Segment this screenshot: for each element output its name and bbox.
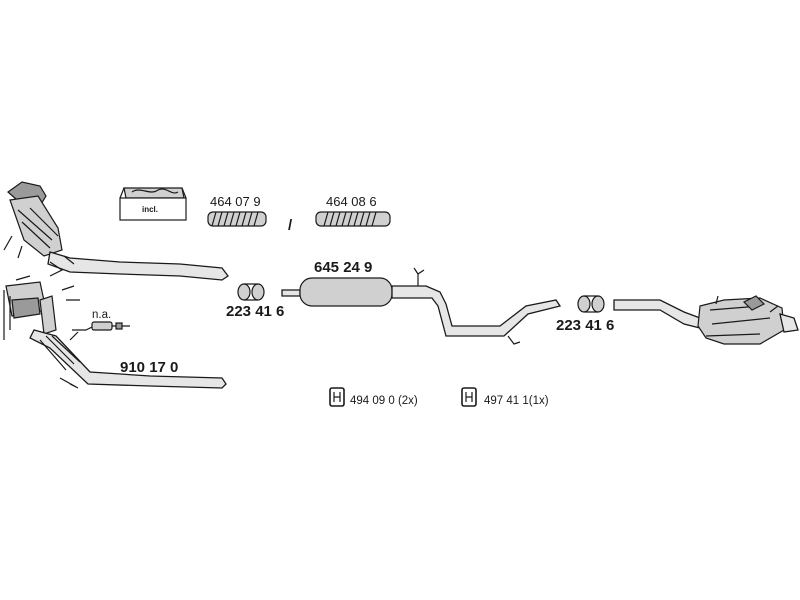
- front-pipe-assembly: [3, 275, 227, 389]
- clamp-right: [577, 295, 605, 313]
- part-464-08-6-label: 464 08 6: [326, 194, 377, 209]
- part-464-07-9-label: 464 07 9: [210, 194, 261, 209]
- lambda-sensor: [72, 321, 130, 331]
- flex-pipe-464-08-6: [315, 211, 391, 227]
- rubber-mount-icon-494: [329, 387, 345, 407]
- part-645-24-9-label: 645 24 9: [314, 259, 372, 276]
- rubber-mount-icon-497: [461, 387, 477, 407]
- incl-label: incl.: [142, 205, 158, 214]
- clamp-left: [237, 283, 265, 301]
- part-494-09-0-label: 494 09 0 (2x): [350, 395, 418, 407]
- mounting-kit-box: [119, 187, 187, 221]
- flex-pipe-464-07-9: [207, 211, 267, 227]
- part-223-41-6-right-label: 223 41 6: [556, 317, 614, 334]
- part-910-17-0-label: 910 17 0: [120, 359, 178, 376]
- separator-slash: /: [288, 217, 293, 234]
- na-label: n.a.: [92, 309, 111, 321]
- part-223-41-6-left-label: 223 41 6: [226, 303, 284, 320]
- rear-silencer: [613, 295, 799, 345]
- middle-silencer: [281, 267, 562, 345]
- front-catalytic-converter: [3, 181, 229, 281]
- part-497-41-1-label: 497 41 1(1x): [484, 395, 549, 407]
